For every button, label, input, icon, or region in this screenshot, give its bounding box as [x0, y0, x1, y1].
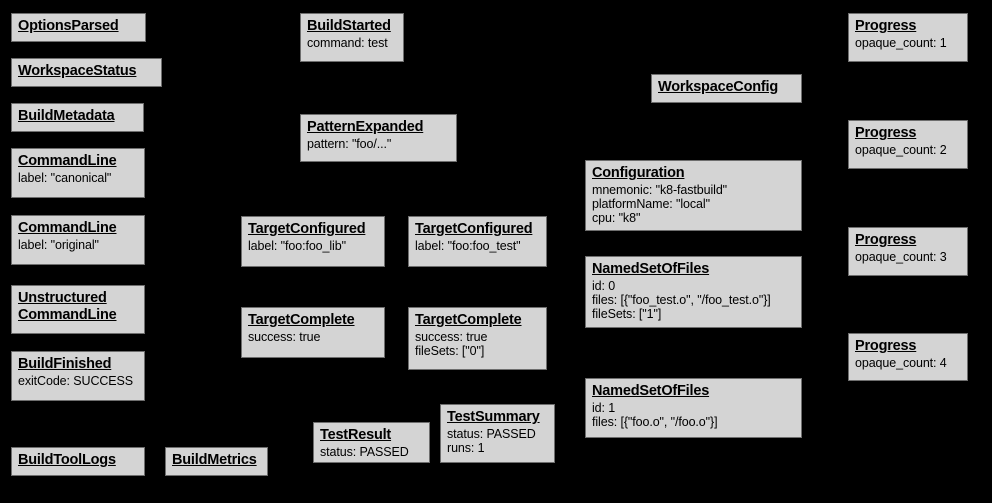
- node-field: label: "canonical": [18, 170, 112, 185]
- node-build-metadata[interactable]: BuildMetadata: [11, 103, 144, 132]
- node-title: BuildToolLogs: [18, 452, 116, 468]
- node-title: BuildFinished: [18, 356, 112, 372]
- node-fields: opaque_count: 3: [855, 250, 961, 264]
- node-title: WorkspaceStatus: [18, 63, 137, 79]
- node-title: CommandLine: [18, 220, 117, 236]
- node-field: mnemonic: "k8-fastbuild": [592, 182, 728, 197]
- node-field: platformName: "local": [592, 196, 710, 211]
- node-options-parsed[interactable]: OptionsParsed: [11, 13, 146, 42]
- node-title: TargetComplete: [248, 312, 355, 328]
- node-fields: status: PASSED: [320, 445, 423, 459]
- node-field: opaque_count: 2: [855, 142, 947, 157]
- node-field: cpu: "k8": [592, 211, 641, 226]
- node-field: success: true: [248, 329, 321, 344]
- node-build-tool-logs[interactable]: BuildToolLogs: [11, 447, 145, 476]
- node-field: files: [{"foo_test.o", "/foo_test.o"}]: [592, 292, 771, 307]
- node-build-metrics[interactable]: BuildMetrics: [165, 447, 268, 476]
- node-field: success: true: [415, 329, 488, 344]
- node-fields: label: "foo:foo_lib": [248, 239, 378, 253]
- node-fields: command: test: [307, 36, 397, 50]
- node-title: WorkspaceConfig: [658, 79, 779, 95]
- node-title: Progress: [855, 232, 917, 248]
- node-title: OptionsParsed: [18, 18, 119, 34]
- node-field: status: PASSED: [447, 426, 536, 441]
- node-field: command: test: [307, 35, 388, 50]
- node-title: TargetConfigured: [248, 221, 366, 237]
- node-fields: opaque_count: 2: [855, 143, 961, 157]
- node-unstructured-command-line[interactable]: Unstructured CommandLine: [11, 285, 145, 334]
- node-title: Unstructured CommandLine: [18, 290, 117, 323]
- node-title: NamedSetOfFiles: [592, 261, 710, 277]
- node-fields: label: "canonical": [18, 171, 138, 185]
- node-field: id: 1: [592, 400, 616, 415]
- node-fields: label: "original": [18, 238, 138, 252]
- node-title: TestResult: [320, 427, 392, 443]
- node-title: BuildMetrics: [172, 452, 257, 468]
- node-fields: label: "foo:foo_test": [415, 239, 540, 253]
- node-fields: mnemonic: "k8-fastbuild"platformName: "l…: [592, 183, 795, 226]
- node-field: opaque_count: 3: [855, 249, 947, 264]
- node-field: exitCode: SUCCESS: [18, 373, 134, 388]
- node-title: CommandLine: [18, 153, 117, 169]
- node-title: PatternExpanded: [307, 119, 424, 135]
- node-field: opaque_count: 1: [855, 35, 947, 50]
- node-title: TestSummary: [447, 409, 540, 425]
- node-title: BuildStarted: [307, 18, 391, 34]
- node-field: label: "foo:foo_lib": [248, 238, 346, 253]
- node-field: runs: 1: [447, 440, 485, 455]
- node-title: TargetConfigured: [415, 221, 533, 237]
- node-title: BuildMetadata: [18, 108, 115, 124]
- node-field: label: "foo:foo_test": [415, 238, 521, 253]
- node-fields: success: true: [248, 330, 378, 344]
- node-field: id: 0: [592, 278, 616, 293]
- node-fields: opaque_count: 1: [855, 36, 961, 50]
- node-fields: exitCode: SUCCESS: [18, 374, 138, 388]
- node-fields: opaque_count: 4: [855, 356, 961, 370]
- node-field: fileSets: ["0"]: [415, 343, 485, 358]
- node-title: NamedSetOfFiles: [592, 383, 710, 399]
- node-fields: pattern: "foo/...": [307, 137, 450, 151]
- node-title: Progress: [855, 18, 917, 34]
- node-field: label: "original": [18, 237, 99, 252]
- node-field: status: PASSED: [320, 444, 409, 459]
- node-field: pattern: "foo/...": [307, 136, 392, 151]
- node-field: opaque_count: 4: [855, 355, 947, 370]
- node-field: fileSets: ["1"]: [592, 307, 662, 322]
- node-title: TargetComplete: [415, 312, 522, 328]
- node-title: Configuration: [592, 165, 685, 181]
- node-title: Progress: [855, 338, 917, 354]
- node-workspace-config[interactable]: WorkspaceConfig: [651, 74, 802, 103]
- node-workspace-status[interactable]: WorkspaceStatus: [11, 58, 162, 87]
- node-field: files: [{"foo.o", "/foo.o"}]: [592, 414, 718, 429]
- node-title: Progress: [855, 125, 917, 141]
